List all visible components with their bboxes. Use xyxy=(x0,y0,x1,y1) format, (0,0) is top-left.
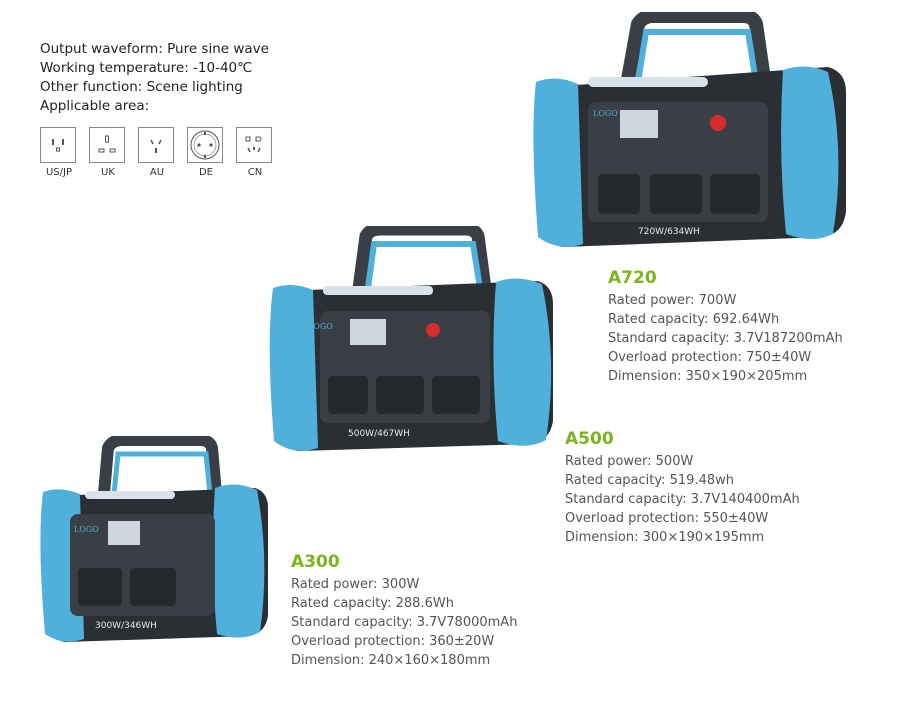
a300-rated-power: Rated power: 300W xyxy=(291,577,420,592)
a720-specs: A720 Rated power: 700W Rated capacity: 6… xyxy=(608,268,843,386)
plug-us-jp: US/JP xyxy=(40,127,78,178)
a300-standard-capacity: Standard capacity: 3.7V78000mAh xyxy=(291,615,518,630)
a300-dimension: Dimension: 240×160×180mm xyxy=(291,653,491,668)
a500-rated-capacity: Rated capacity: 519.48wh xyxy=(565,473,734,488)
plug-uk: UK xyxy=(89,127,127,178)
a300-panel-label: 300W/346WH xyxy=(95,621,157,631)
working-temperature: Working temperature: -10-40℃ xyxy=(40,60,253,76)
a720-rated-capacity: Rated capacity: 692.64Wh xyxy=(608,312,780,327)
a720-title: A720 xyxy=(608,268,657,288)
a500-logo: LOGO xyxy=(308,322,333,331)
a500-overload: Overload protection: 550±40W xyxy=(565,511,769,526)
a300-logo: LOGO xyxy=(74,525,99,534)
uk-socket-icon xyxy=(89,127,125,163)
a300-rated-capacity: Rated capacity: 288.6Wh xyxy=(291,596,454,611)
other-function: Other function: Scene lighting xyxy=(40,79,243,95)
a300-specs: A300 Rated power: 300W Rated capacity: 2… xyxy=(291,552,517,670)
a300-overload: Overload protection: 360±20W xyxy=(291,634,495,649)
general-specs: Output waveform: Pure sine wave Working … xyxy=(40,40,269,116)
a720-panel-label: 720W/634WH xyxy=(638,227,700,237)
a500-rated-power: Rated power: 500W xyxy=(565,454,694,469)
a500-dimension: Dimension: 300×190×195mm xyxy=(565,530,765,545)
a500-specs: A500 Rated power: 500W Rated capacity: 5… xyxy=(565,429,800,547)
us-jp-socket-icon xyxy=(40,127,76,163)
plug-cn: CN xyxy=(236,127,274,178)
de-socket-icon xyxy=(187,127,223,163)
a500-power-station: LOGO 500W/467WH xyxy=(269,226,553,451)
a500-title: A500 xyxy=(565,429,614,449)
output-waveform: Output waveform: Pure sine wave xyxy=(40,41,269,57)
a720-standard-capacity: Standard capacity: 3.7V187200mAh xyxy=(608,331,843,346)
a500-standard-capacity: Standard capacity: 3.7V140400mAh xyxy=(565,492,800,507)
a720-logo: LOGO xyxy=(593,109,618,118)
a720-dimension: Dimension: 350×190×205mm xyxy=(608,369,808,384)
a300-power-station: LOGO 300W/346WH xyxy=(40,436,268,642)
cn-socket-icon xyxy=(236,127,272,163)
a500-panel-label: 500W/467WH xyxy=(348,429,410,439)
a720-overload: Overload protection: 750±40W xyxy=(608,350,812,365)
au-socket-icon xyxy=(138,127,174,163)
applicable-area: Applicable area: xyxy=(40,98,150,114)
a300-title: A300 xyxy=(291,552,340,572)
a720-power-station: LOGO 720W/634WH xyxy=(533,12,846,247)
a720-rated-power: Rated power: 700W xyxy=(608,293,737,308)
plug-au: AU xyxy=(138,127,176,178)
plug-types: US/JP UK AU DE CN xyxy=(40,127,274,178)
plug-de: DE xyxy=(187,127,225,178)
